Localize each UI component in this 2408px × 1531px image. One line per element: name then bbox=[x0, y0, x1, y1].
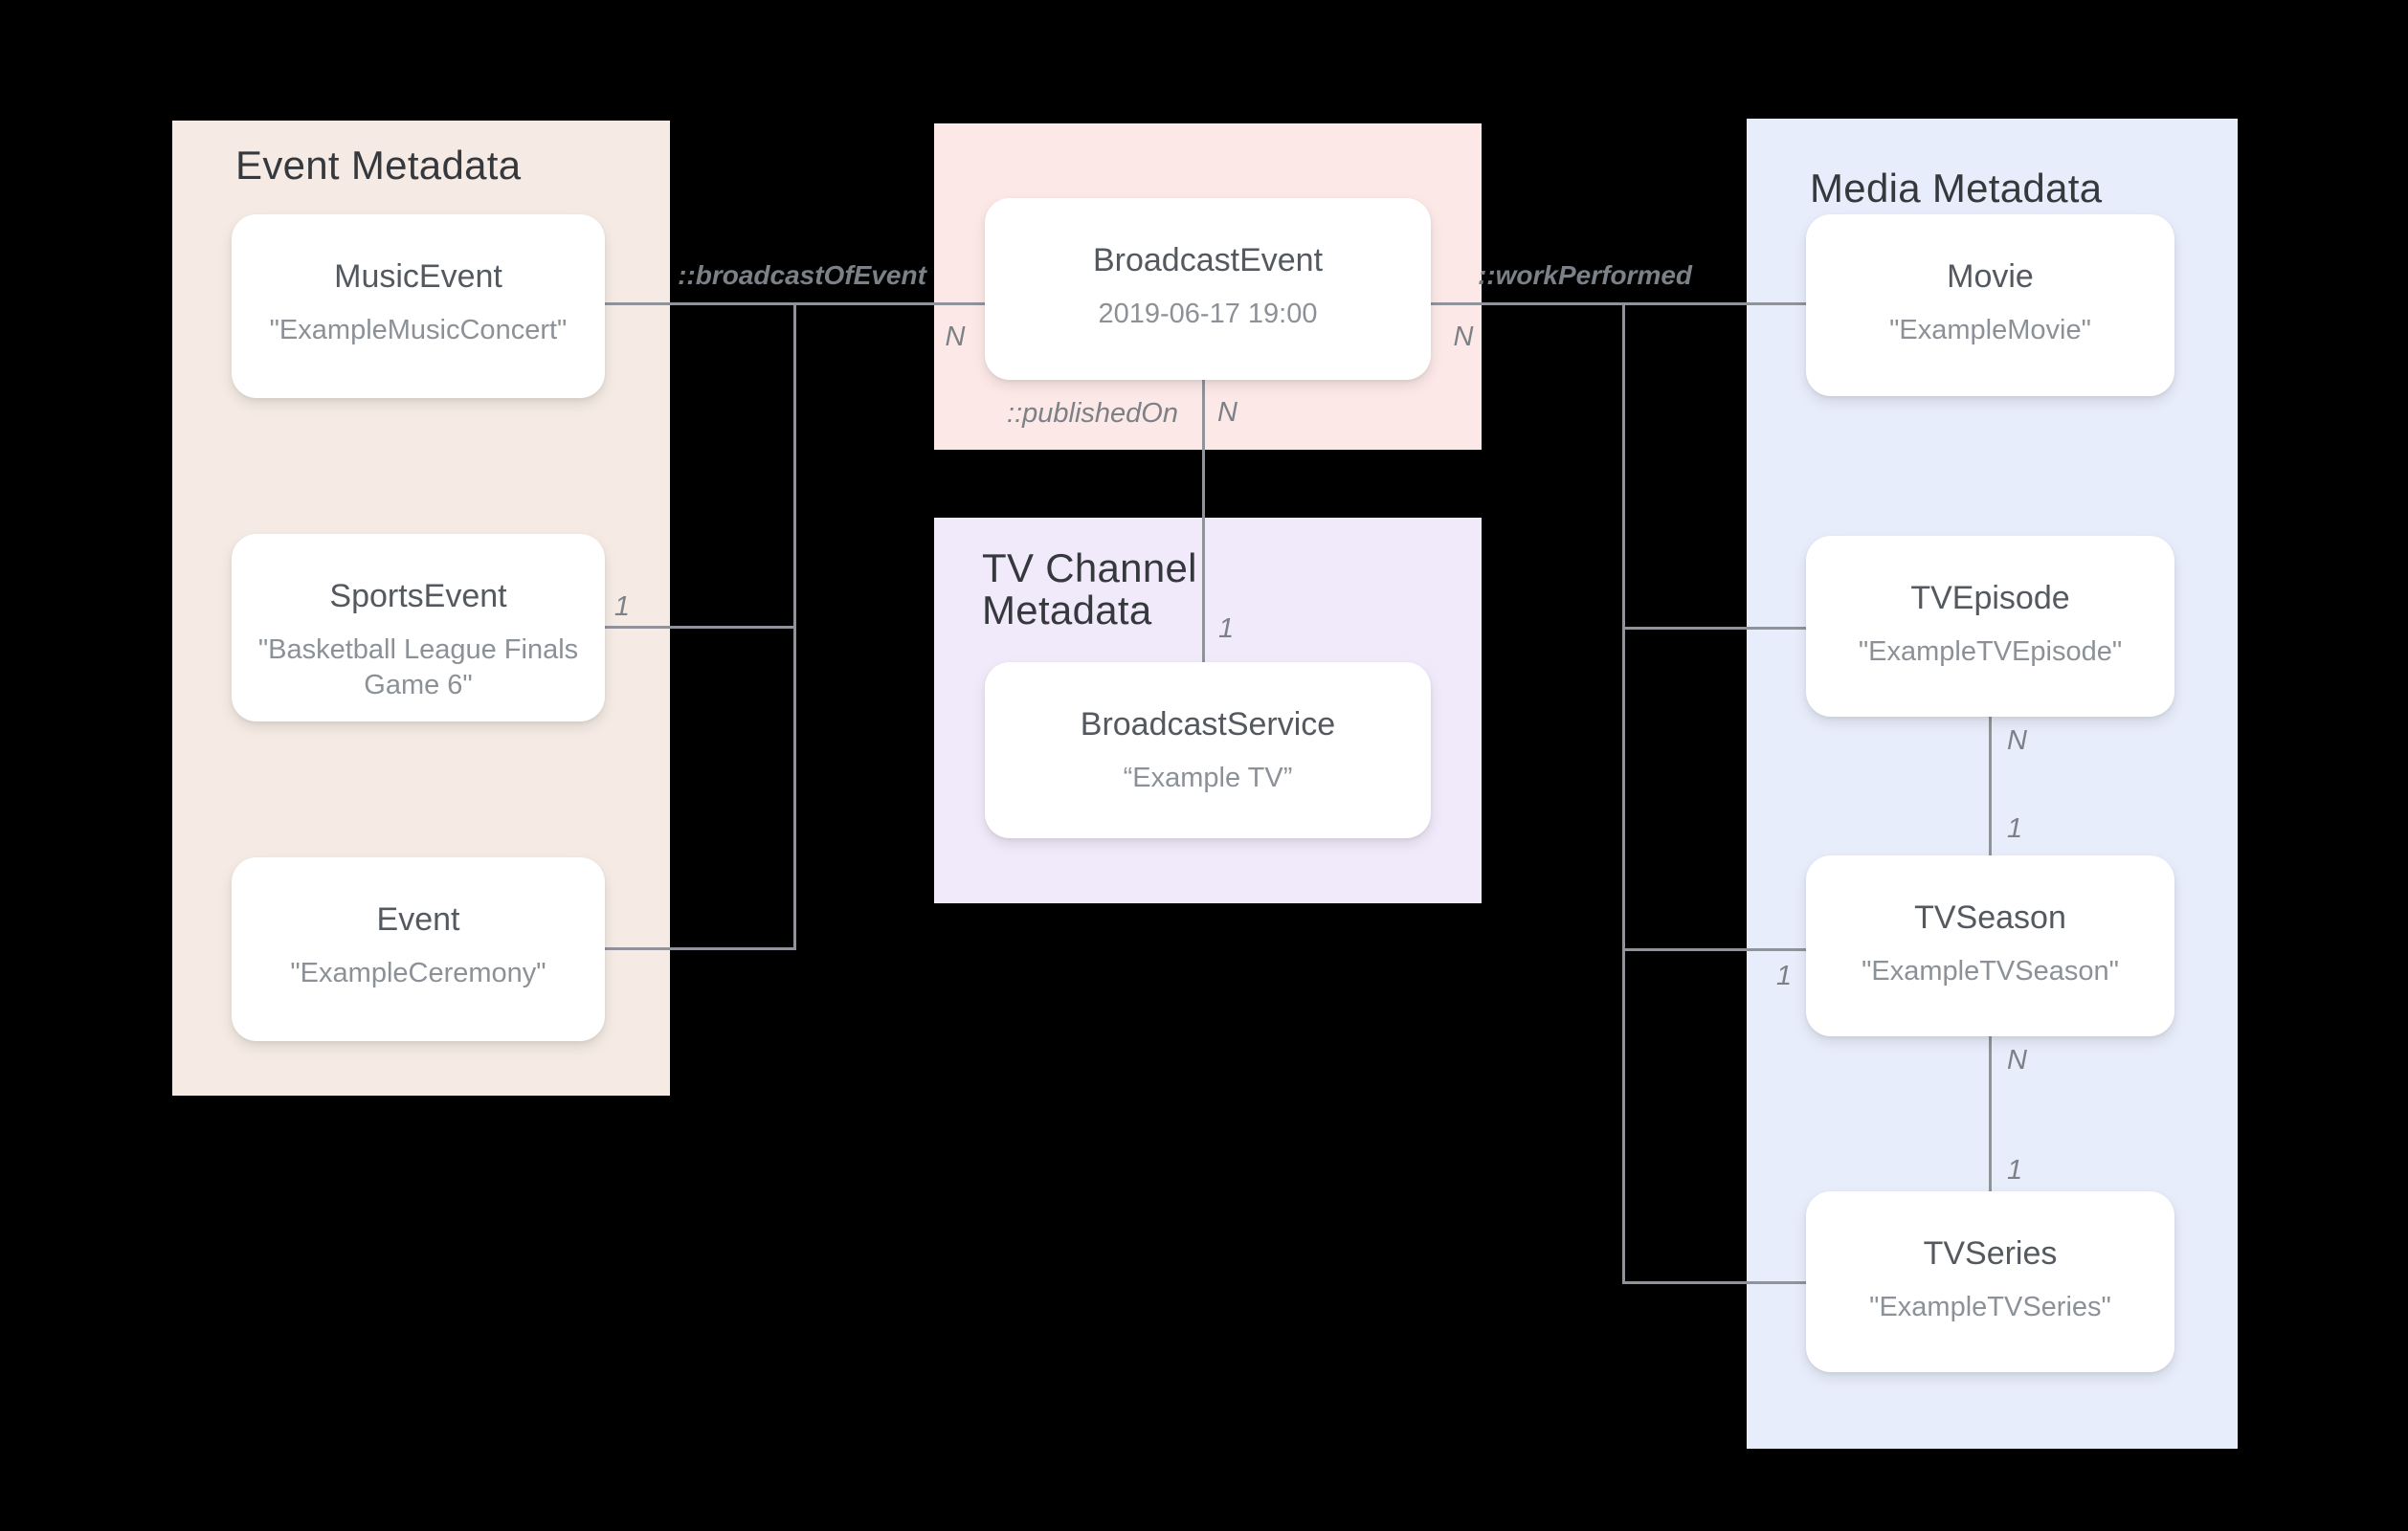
edge-broadcastevent-movie bbox=[1431, 302, 1806, 305]
card-value: "ExampleTVSeason" bbox=[1862, 956, 2119, 987]
card-tv-series: TVSeries "ExampleTVSeries" bbox=[1806, 1191, 2174, 1372]
cardinality-episode-season-n: N bbox=[2007, 725, 2027, 756]
edge-workperformed-trunk bbox=[1622, 302, 1625, 1284]
cardinality-season-series-1: 1 bbox=[2007, 1155, 2023, 1186]
card-value: "ExampleTVEpisode" bbox=[1858, 636, 2123, 667]
card-title: BroadcastService bbox=[1080, 706, 1336, 743]
card-title: TVSeries bbox=[1923, 1235, 2058, 1272]
edge-tvseries-branch bbox=[1622, 1281, 1806, 1284]
edge-event-branch bbox=[603, 947, 796, 950]
card-title: TVEpisode bbox=[1910, 580, 2070, 616]
card-title: TVSeason bbox=[1914, 899, 2066, 936]
card-value: “Example TV” bbox=[1123, 763, 1293, 793]
cardinality-sportsevent-1: 1 bbox=[613, 591, 630, 622]
card-broadcast-event: BroadcastEvent 2019-06-17 19:00 bbox=[985, 198, 1431, 380]
label-work-performed: ::workPerformed bbox=[1477, 260, 1693, 290]
cardinality-broadcastevent-left-n: N bbox=[945, 322, 966, 352]
card-value: "ExampleCeremony" bbox=[290, 958, 546, 988]
card-title: SportsEvent bbox=[329, 578, 507, 614]
cardinality-publishedon-1: 1 bbox=[1218, 613, 1235, 644]
edge-broadcastofevent-trunk bbox=[793, 302, 796, 950]
cardinality-episode-season-1: 1 bbox=[2007, 813, 2023, 844]
cardinality-season-series-n: N bbox=[2007, 1045, 2027, 1076]
edge-tvseason-branch bbox=[1622, 948, 1806, 951]
cardinality-publishedon-n: N bbox=[1217, 397, 1237, 428]
panel-title-event-metadata: Event Metadata bbox=[235, 143, 522, 188]
edge-tvepisode-tvseason bbox=[1989, 717, 1992, 855]
card-movie: Movie "ExampleMovie" bbox=[1806, 214, 2174, 396]
panel-title-tv-channel-metadata: TV Channel Metadata bbox=[982, 545, 1197, 632]
card-value: 2019-06-17 19:00 bbox=[1098, 299, 1318, 329]
edge-tvepisode-branch bbox=[1622, 627, 1806, 630]
card-event: Event "ExampleCeremony" bbox=[232, 857, 605, 1041]
label-broadcast-of-event: ::broadcastOfEvent bbox=[678, 260, 926, 290]
card-value: "ExampleMusicConcert" bbox=[269, 315, 568, 345]
edge-tvseason-tvseries bbox=[1989, 1036, 1992, 1191]
label-published-on: ::publishedOn bbox=[1007, 398, 1178, 429]
card-tv-season: TVSeason "ExampleTVSeason" bbox=[1806, 855, 2174, 1036]
edge-sportsevent-branch bbox=[603, 626, 796, 629]
edge-publishedon bbox=[1202, 378, 1205, 662]
card-broadcast-service: BroadcastService “Example TV” bbox=[985, 662, 1431, 838]
card-value: "ExampleTVSeries" bbox=[1869, 1292, 2111, 1322]
card-value: "Basketball League Finals Game 6" bbox=[257, 634, 579, 700]
panel-title-media-metadata: Media Metadata bbox=[1810, 166, 2103, 211]
card-title: Event bbox=[376, 901, 460, 938]
card-title: MusicEvent bbox=[334, 258, 502, 295]
card-tv-episode: TVEpisode "ExampleTVEpisode" bbox=[1806, 536, 2174, 717]
card-music-event: MusicEvent "ExampleMusicConcert" bbox=[232, 214, 605, 398]
card-sports-event: SportsEvent "Basketball League Finals Ga… bbox=[232, 534, 605, 721]
card-title: BroadcastEvent bbox=[1092, 242, 1324, 278]
card-title: Movie bbox=[1947, 258, 2034, 295]
card-value: "ExampleMovie" bbox=[1889, 315, 2091, 345]
cardinality-tvseason-work-1: 1 bbox=[1775, 961, 1792, 991]
cardinality-broadcastevent-right-n: N bbox=[1453, 322, 1474, 352]
